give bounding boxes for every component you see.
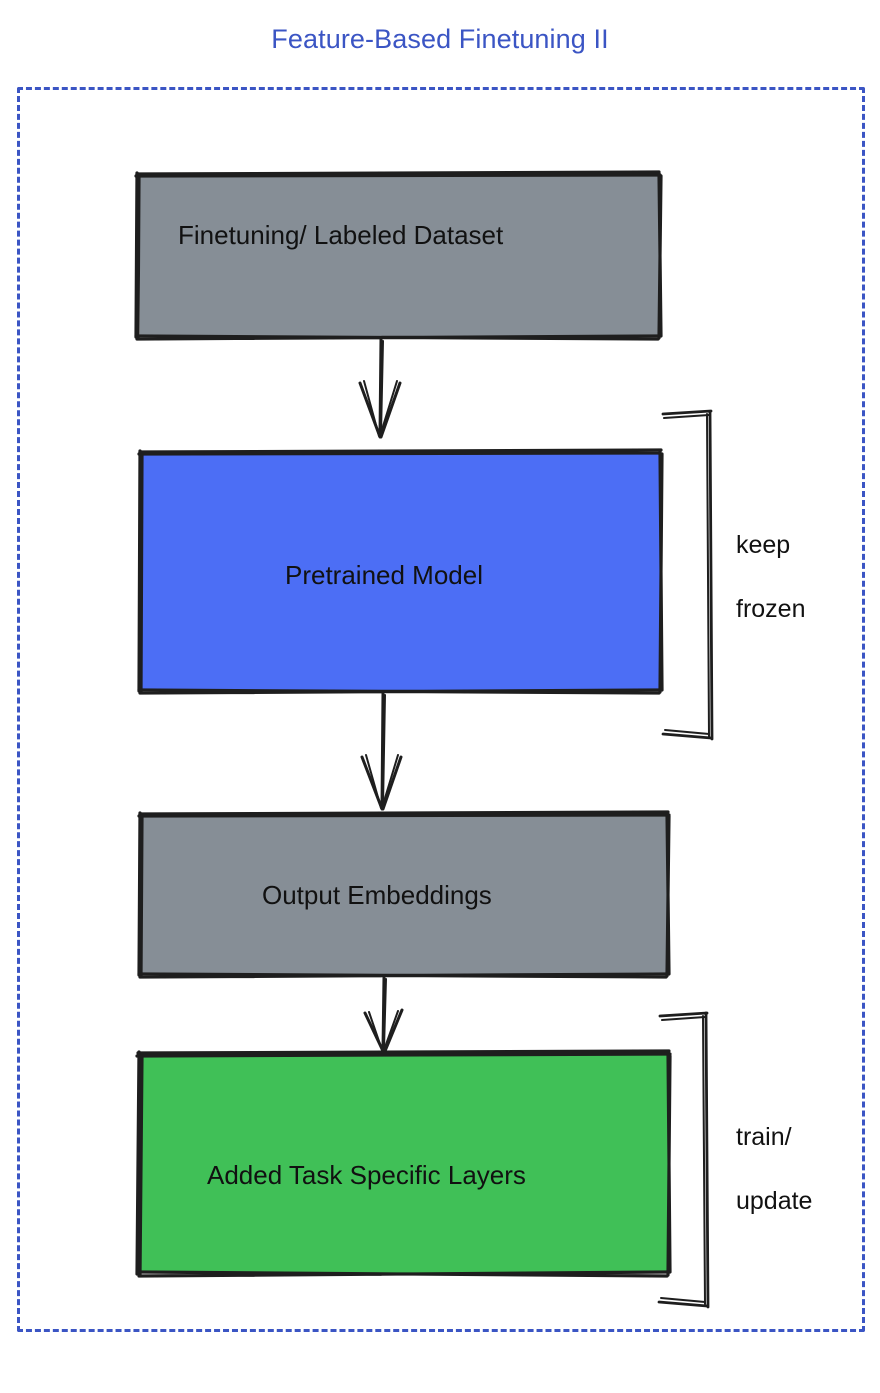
bracket-keep-frozen-label: keep frozen [736,497,805,657]
node-tasklayers-fill [141,1055,668,1273]
edge-2-shaft [380,691,385,810]
node-tasklayers-stroke-bottom [136,1270,671,1278]
bracket-train-update-spine-2 [702,1015,706,1305]
bracket-keep-frozen-top-arm [661,409,713,416]
node-embeddings-stroke-bottom [137,972,670,979]
node-tasklayers-stroke-left [135,1050,144,1277]
node-dataset-stroke-left [134,171,141,340]
node-embeddings-stroke-left [137,811,144,978]
edge-3-arrowhead-2 [368,1010,399,1051]
bracket-keep-frozen-label-line1: keep [736,531,791,559]
bracket-train-update-bottom-arm [657,1300,709,1308]
node-embeddings-stroke-right [665,811,671,978]
edge-pretrained-to-embeddings [360,691,403,811]
node-embeddings-stroke-top [137,810,671,818]
bracket-train-update-label-line1: train/ [736,1123,792,1151]
node-pretrained-stroke-bottom [137,688,663,695]
page-title: Feature-Based Finetuning II [271,24,609,54]
bracket-train-update-top-arm [658,1011,709,1018]
edge-2-arrowhead-2 [365,754,399,809]
bracket-train-update [657,1011,710,1309]
node-dataset-fill [140,176,661,337]
bracket-train-update-label: train/ update [736,1089,812,1249]
bracket-train-update-bottom-arm-2 [660,1297,706,1303]
node-pretrained-stroke-top [137,448,663,456]
edge-1-shaft [378,337,383,438]
node-tasklayers[interactable] [135,1049,672,1278]
bracket-keep-frozen-spine-2 [706,413,710,738]
node-dataset[interactable] [134,170,663,341]
bracket-keep-frozen-spine [708,410,714,741]
node-pretrained-stroke-right [658,449,664,694]
bracket-train-update-spine [704,1011,710,1309]
bracket-keep-frozen-label-line2: frozen [736,595,806,623]
node-embeddings[interactable] [137,810,671,979]
node-pretrained-stroke-left [137,449,144,694]
node-dataset-stroke-right [657,171,663,340]
node-dataset-stroke-top [134,170,662,178]
edge-embeddings-to-tasklayers [363,975,404,1053]
node-embeddings-fill [142,816,667,975]
bracket-keep-frozen-bottom-arm [661,732,713,740]
edge-1-arrowhead-2 [363,380,398,437]
node-pretrained[interactable] [137,448,664,695]
edge-3-shaft-2 [383,978,387,1049]
node-tasklayers-stroke-top [135,1049,672,1058]
bracket-train-update-top-arm-2 [661,1016,706,1021]
bracket-train-update-label-line2: update [736,1187,813,1215]
node-tasklayers-stroke-right [666,1050,672,1277]
node-pretrained-fill [142,453,660,691]
bracket-keep-frozen-top-arm-2 [663,414,710,419]
edge-dataset-to-pretrained [358,337,402,439]
node-dataset-stroke-bottom [134,334,662,341]
edge-1-shaft-2 [380,340,384,435]
bracket-keep-frozen-bottom-arm-2 [664,729,710,735]
bracket-keep-frozen [661,409,714,741]
edge-2-shaft-2 [382,694,386,807]
edge-3-shaft [381,975,386,1052]
diagram-frame [17,87,865,1332]
